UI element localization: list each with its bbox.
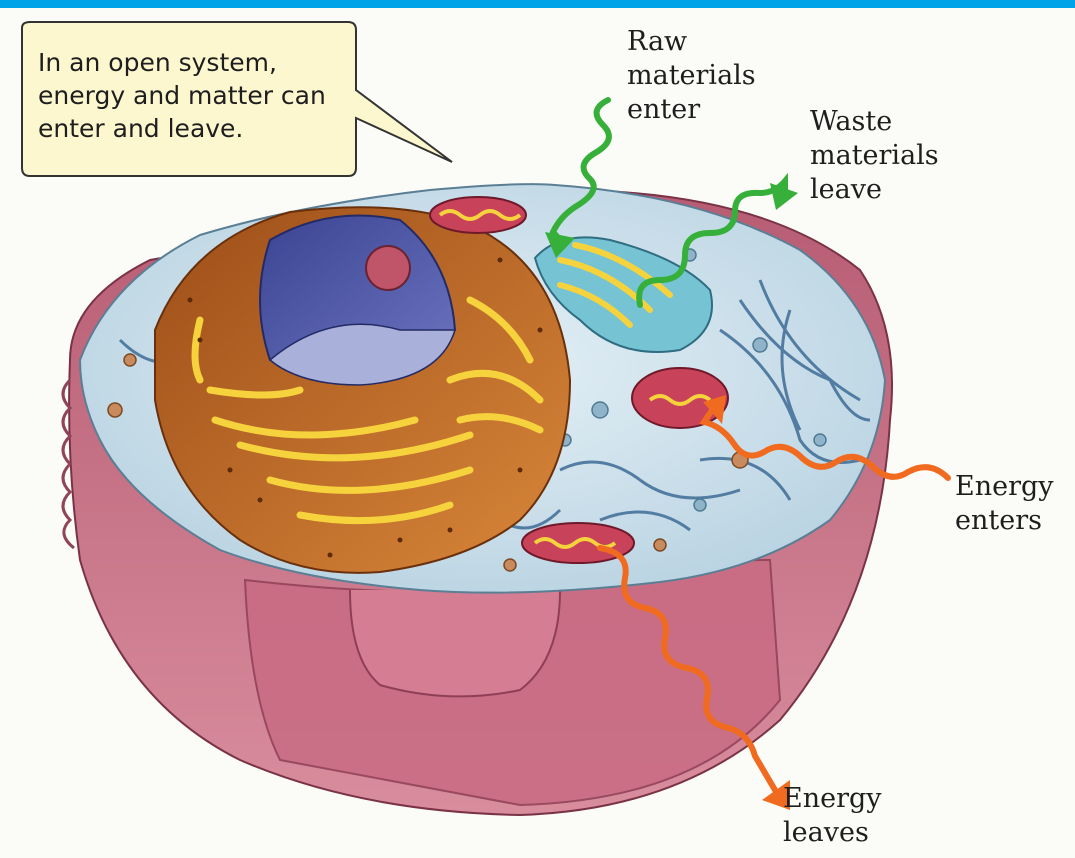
callout-text: In an open system, energy and matter can… [38, 46, 358, 145]
label-waste-materials-leave: Waste materials leave [810, 105, 939, 207]
label-raw-materials-enter: Raw materials enter [627, 25, 756, 127]
label-energy-enters: Energy enters [955, 470, 1054, 538]
label-energy-leaves: Energy leaves [783, 782, 882, 850]
nucleolus [366, 246, 410, 290]
